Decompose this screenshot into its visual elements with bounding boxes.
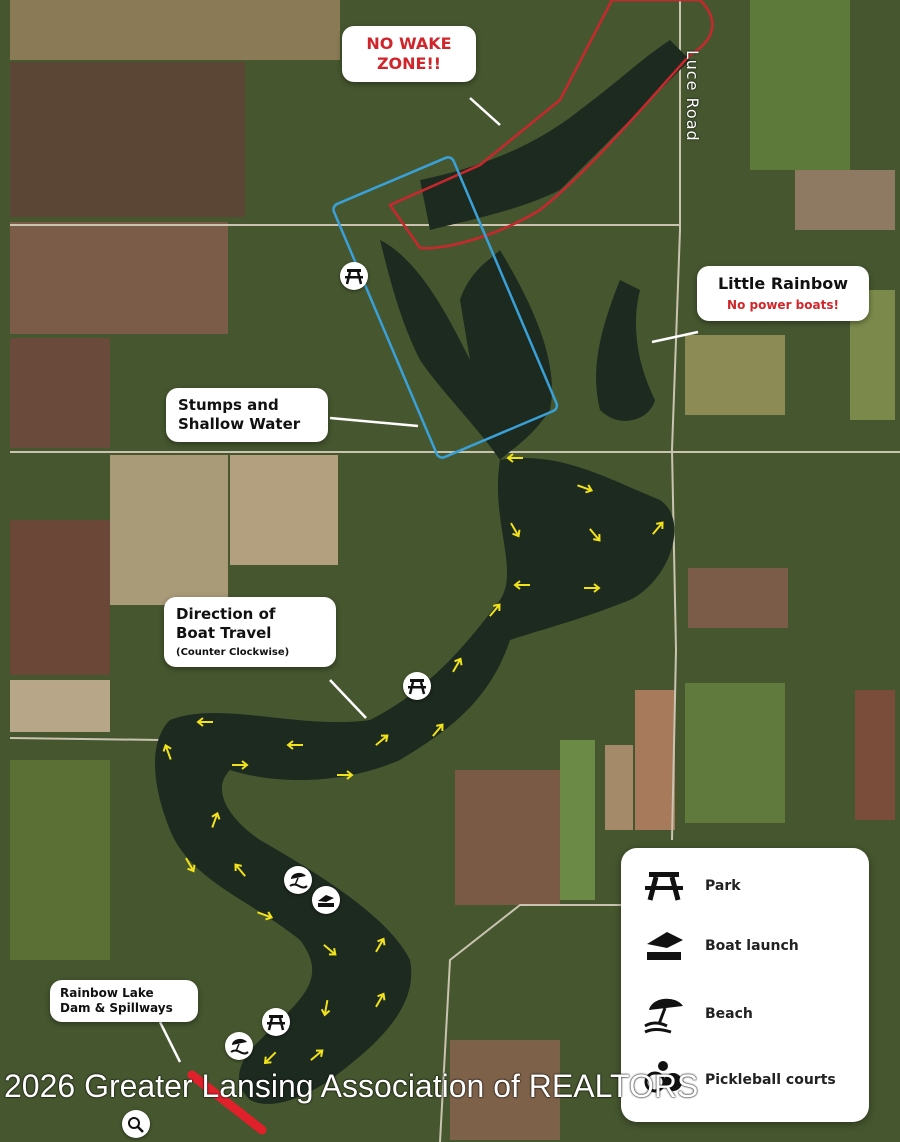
- travel-arrow: [185, 857, 196, 873]
- park-marker[interactable]: [403, 672, 431, 700]
- travel-arrow: [232, 760, 249, 770]
- callout-stumps: Stumps and Shallow Water: [166, 388, 328, 442]
- pickleball-icon: [128, 1117, 144, 1133]
- travel-arrow: [196, 717, 213, 727]
- picnic-table-icon: [345, 269, 363, 285]
- travel-arrow: [510, 522, 521, 538]
- direction-note: (Counter Clockwise): [176, 646, 290, 658]
- callout-no-wake-zone: NO WAKE ZONE!!: [342, 26, 476, 82]
- beach-marker[interactable]: [284, 866, 312, 894]
- travel-arrow: [375, 992, 386, 1008]
- farm-fields: [10, 0, 895, 1140]
- travel-arrow: [375, 734, 389, 746]
- little-rainbow-arm: [596, 280, 655, 421]
- map-legend: Park Boat launch Beach Pickleball courts: [621, 848, 869, 1122]
- travel-arrow: [323, 944, 337, 956]
- travel-arrow: [162, 743, 172, 760]
- beach-umbrella-icon: [289, 872, 308, 889]
- beach-umbrella-icon: [230, 1038, 249, 1055]
- copyright-watermark: 2026 Greater Lansing Association of REAL…: [4, 1068, 699, 1104]
- lake: [155, 40, 690, 1104]
- boat-launch-marker[interactable]: [312, 886, 340, 914]
- travel-arrow: [337, 770, 354, 780]
- callout-little-rainbow: Little Rainbow No power boats!: [697, 266, 869, 321]
- legend-item-pickleball: Pickleball courts: [641, 1060, 836, 1100]
- legend-item-boat-launch: Boat launch: [641, 926, 799, 966]
- travel-arrow: [320, 999, 331, 1017]
- travel-arrow: [234, 863, 246, 877]
- travel-arrow: [489, 603, 501, 617]
- legend-item-park: Park: [641, 866, 741, 906]
- callout-dam: Rainbow Lake Dam & Spillways: [50, 980, 198, 1022]
- direction-line2: Boat Travel: [176, 623, 272, 642]
- little-rainbow-note: No power boats!: [727, 298, 839, 312]
- travel-arrow: [432, 723, 444, 737]
- travel-arrow: [577, 484, 594, 494]
- legend-label: Boat launch: [705, 938, 799, 954]
- travel-arrow: [652, 521, 664, 535]
- little-rainbow-title: Little Rainbow: [717, 274, 849, 293]
- travel-arrow: [452, 657, 463, 673]
- beach-umbrella-icon: [644, 998, 683, 1034]
- boat-travel-arrows: [162, 453, 664, 1065]
- stumps-line1: Stumps and: [178, 396, 279, 414]
- travel-arrow: [375, 937, 386, 953]
- dam-marker: [187, 1070, 267, 1135]
- no-wake-zone-outline: [388, 0, 714, 250]
- travel-arrow: [506, 453, 523, 463]
- picnic-table-icon: [645, 872, 683, 901]
- shallow-arms: [380, 240, 552, 460]
- picnic-table-icon: [408, 679, 426, 695]
- picnic-table-icon: [267, 1015, 285, 1031]
- pickleball-icon: [644, 1061, 682, 1093]
- north-arm: [420, 40, 690, 230]
- travel-arrow: [584, 583, 601, 593]
- dam-line2: Dam & Spillways: [60, 1001, 173, 1015]
- stumps-line2: Shallow Water: [178, 414, 301, 433]
- park-marker[interactable]: [340, 262, 368, 290]
- travel-arrow: [286, 740, 303, 750]
- legend-label: Beach: [705, 1006, 753, 1022]
- travel-arrow: [589, 528, 601, 542]
- travel-arrow: [310, 1049, 324, 1061]
- callout-pointers: [158, 97, 699, 1063]
- beach-marker[interactable]: [225, 1032, 253, 1060]
- legend-label: Park: [705, 878, 741, 894]
- shallow-zone-outline: [332, 156, 559, 459]
- travel-arrow: [263, 1051, 277, 1065]
- travel-arrow: [513, 580, 530, 590]
- boat-launch-icon: [647, 932, 683, 960]
- direction-line1: Direction of: [176, 605, 276, 623]
- pickleball-marker[interactable]: [122, 1110, 150, 1138]
- travel-arrow: [211, 811, 221, 828]
- dam-line1: Rainbow Lake: [60, 986, 154, 1000]
- park-marker[interactable]: [262, 1008, 290, 1036]
- boat-launch-icon: [318, 895, 334, 907]
- callout-boat-direction: Direction of Boat Travel (Counter Clockw…: [164, 597, 336, 667]
- road-label-luce: Luce Road: [683, 50, 702, 142]
- legend-item-beach: Beach: [641, 994, 753, 1034]
- travel-arrow: [257, 911, 274, 921]
- legend-label: Pickleball courts: [705, 1072, 836, 1088]
- main-lake: [155, 458, 675, 1104]
